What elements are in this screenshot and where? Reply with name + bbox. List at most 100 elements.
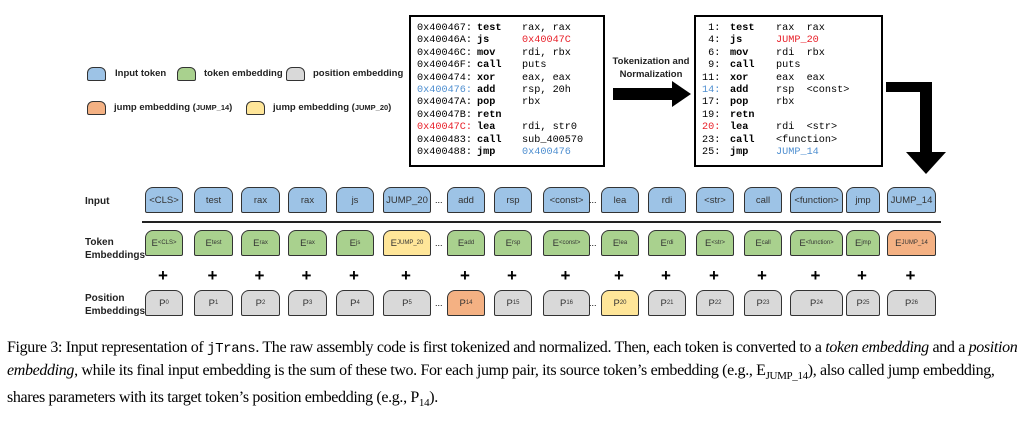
position-subscript: 0 — [165, 300, 169, 306]
input-token[interactable]: jmp — [846, 187, 880, 213]
embedding-symbol: E — [895, 237, 902, 249]
input-token[interactable]: test — [194, 187, 233, 213]
code-operands: rbx — [522, 97, 541, 109]
input-token[interactable]: rax — [288, 187, 327, 213]
plus-icon: + — [614, 266, 624, 285]
code-address: 0x400483: — [417, 134, 473, 146]
code-opcode: jmp — [730, 147, 749, 158]
plus-icon: + — [254, 266, 265, 285]
arrow-label-line: Normalization — [619, 69, 683, 80]
position-symbol: P — [506, 297, 513, 309]
code-address: 0x400474: — [417, 72, 473, 84]
input-token[interactable]: rdi — [648, 187, 686, 213]
position-symbol: P — [904, 297, 912, 309]
code-opcode: call — [477, 60, 502, 72]
ellipsis: ... — [589, 238, 597, 248]
position-subscript: 1 — [215, 300, 219, 306]
input-token[interactable]: <function> — [790, 187, 843, 213]
position-subscript: 3 — [309, 300, 313, 306]
position-subscript: 16 — [566, 300, 574, 306]
position-symbol: P — [559, 297, 567, 309]
plus-icon: + — [301, 266, 312, 285]
code-operands: 0x400476 — [522, 147, 571, 158]
code-address: 20: — [702, 122, 721, 134]
arrow-label-line: Tokenization and — [612, 56, 690, 67]
position-subscript: 2 — [262, 300, 266, 306]
input-token[interactable]: lea — [601, 187, 639, 213]
input-token[interactable]: js — [336, 187, 374, 213]
embedding-subscript: jmp — [861, 240, 871, 246]
code-opcode: lea — [477, 122, 496, 134]
legend-swatch-token — [177, 67, 196, 81]
input-token[interactable]: rax — [241, 187, 280, 213]
code-address: 0x400467: — [417, 23, 473, 34]
code-operands: sub_400570 — [522, 134, 584, 146]
embedding-symbol: E — [505, 237, 512, 249]
code-opcode: call — [730, 60, 755, 72]
input-token[interactable]: <str> — [696, 187, 734, 213]
code-operands: 0x40047C — [522, 35, 571, 47]
input-token[interactable]: <const> — [543, 187, 590, 213]
plus-icon: + — [810, 266, 821, 285]
embedding-symbol: E — [300, 237, 307, 249]
input-token[interactable]: add — [447, 187, 485, 213]
input-token[interactable]: rsp — [494, 187, 532, 213]
plus-icon: + — [709, 266, 719, 285]
position-symbol: P — [660, 297, 667, 309]
plus-icon: + — [507, 266, 517, 285]
code-opcode: mov — [477, 47, 496, 59]
ellipsis: ... — [589, 298, 597, 308]
code-opcode: js — [730, 35, 743, 47]
code-address: 14: — [702, 85, 721, 96]
token-embedding: E<const> — [543, 230, 590, 256]
ellipsis: ... — [589, 195, 597, 205]
figure-caption: Figure 3: Input representation of jTrans… — [7, 339, 1018, 410]
input-token[interactable]: JUMP_20 — [383, 187, 431, 213]
code-operands: rsp <const> — [776, 85, 850, 96]
legend-jump14: jump embedding (JUMP_14) — [114, 102, 233, 113]
code-opcode: jmp — [477, 147, 496, 158]
code-operands: JUMP_14 — [776, 147, 819, 158]
embedding-subscript: <const> — [558, 240, 581, 246]
plus-icon: + — [158, 266, 168, 285]
embedding-subscript: rax — [306, 240, 315, 246]
embedding-symbol: E — [390, 237, 397, 249]
code-address: 17: — [702, 97, 721, 109]
embedding-subscript: call — [761, 240, 771, 246]
input-token[interactable]: call — [744, 187, 782, 213]
legend-position-embedding: position embedding — [313, 68, 404, 79]
plus-icon: + — [349, 266, 359, 285]
code-operands: rdi, rbx — [522, 47, 571, 59]
code-address: 19: — [702, 109, 721, 121]
plus-icon: + — [857, 266, 867, 285]
position-subscript: 21 — [666, 300, 674, 306]
embedding-subscript: JUMP_14 — [901, 240, 928, 246]
input-token[interactable]: JUMP_14 — [887, 187, 936, 213]
position-symbol: P — [756, 297, 763, 309]
position-symbol: P — [302, 297, 309, 309]
input-token[interactable]: <CLS> — [145, 187, 183, 213]
code-opcode: pop — [730, 97, 749, 109]
code-operands: eax eax — [776, 72, 825, 84]
embedding-subscript: js — [356, 240, 361, 246]
position-symbol: P — [208, 297, 215, 309]
token-embedding: E<str> — [696, 230, 734, 256]
code-address: 0x40047B: — [417, 109, 473, 121]
legend-token-embedding: token embedding — [204, 68, 283, 79]
embedding-symbol: E — [349, 237, 356, 249]
plus-icon: + — [460, 266, 470, 285]
